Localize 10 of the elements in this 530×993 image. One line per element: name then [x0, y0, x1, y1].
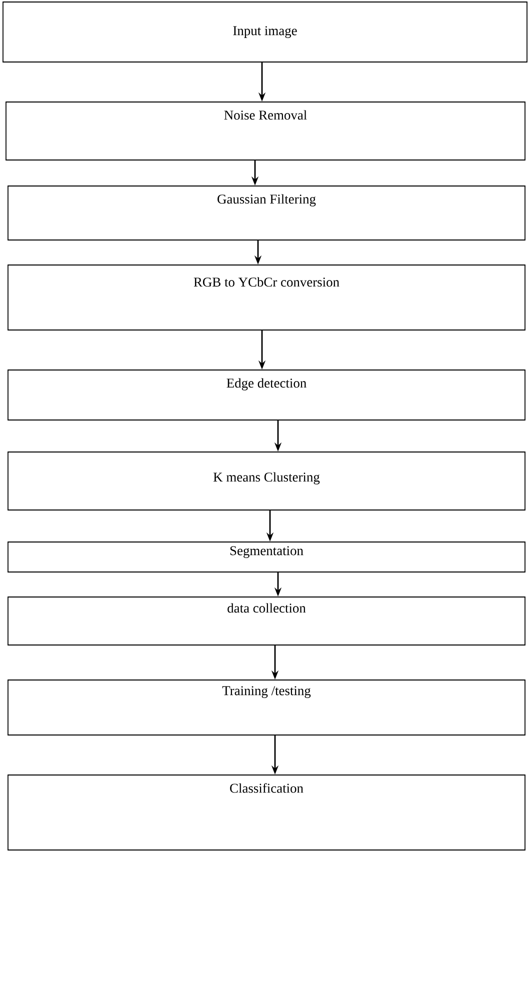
process-box: RGB to YCbCr conversion — [8, 264, 526, 330]
process-box: Input image — [2, 2, 528, 62]
process-box: Classification — [8, 774, 526, 850]
process-box: Gaussian Filtering — [8, 186, 526, 240]
process-box: Training /testing — [8, 680, 526, 736]
process-box: Noise Removal — [6, 102, 526, 160]
process-box: Edge detection — [8, 370, 526, 420]
process-box: Segmentation — [8, 542, 526, 572]
process-box: data collection — [8, 596, 526, 646]
process-box: K means Clustering — [8, 452, 526, 510]
